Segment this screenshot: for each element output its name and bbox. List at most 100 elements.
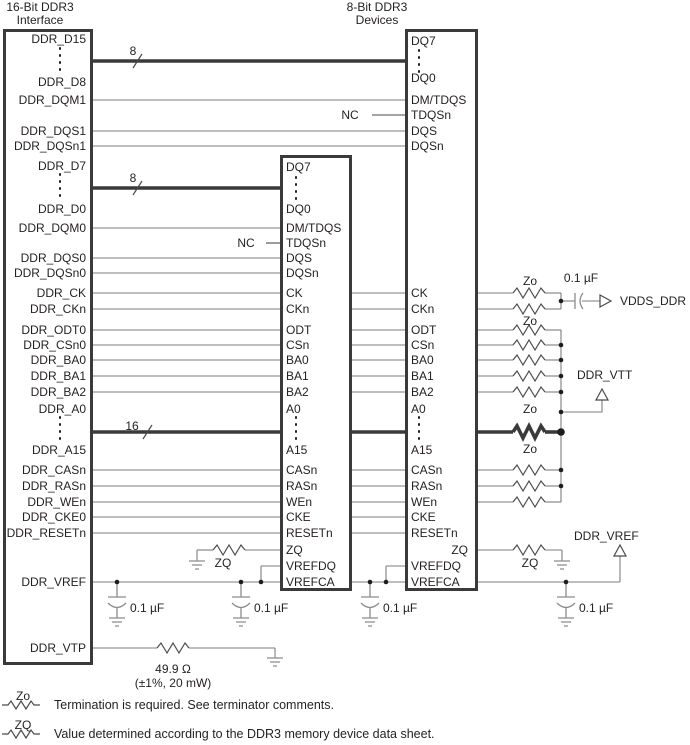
pin-ddr-odt0: DDR_ODT0: [21, 323, 86, 337]
pin-ddr-d8: DDR_D8: [37, 75, 86, 89]
pin-ddr-dqsn0: DDR_DQSn0: [13, 266, 86, 280]
device-box-1: [405, 29, 478, 591]
vtp-resistor-tolerance: (±1%, 20 mW): [134, 676, 212, 690]
zo-label-ck: Zo: [522, 274, 537, 288]
pin-ddr-d7: DDR_D7: [37, 159, 86, 173]
pin-mid-ba0: BA0: [286, 353, 309, 367]
pin-right-dq0: DQ0: [411, 71, 436, 85]
pin-ddr-vtp: DDR_VTP: [29, 641, 86, 655]
pin-right-ba1: BA1: [411, 369, 434, 383]
pin-mid-rasn: RASn: [286, 479, 318, 493]
pin-right-resetn: RESETn: [411, 526, 458, 540]
zo-label-addr-bot: Zo: [522, 442, 537, 456]
pin-ddr-dqm1: DDR_DQM1: [18, 93, 86, 107]
pin-mid-vrefca: VREFCA: [286, 575, 335, 589]
pin-mid-resetn: RESETn: [286, 526, 333, 540]
cap-value-4: 0.1 µF: [579, 601, 614, 615]
pin-mid-ckn: CKn: [286, 302, 310, 316]
pin-right-csn: CSn: [411, 338, 435, 352]
pin-right-zq: ZQ: [451, 543, 468, 557]
pin-mid-dqs: DQS: [286, 251, 313, 265]
signal-wires: [93, 99, 621, 658]
pin-right-dm: DM/TDQS: [411, 93, 467, 107]
zq-label-right: ZQ: [521, 556, 539, 570]
bypass-capacitors: [107, 582, 576, 618]
pin-right-dq7: DQ7: [411, 34, 436, 48]
pin-mid-odt: ODT: [286, 323, 312, 337]
pin-right-ck: CK: [411, 286, 428, 300]
left-box-title-line2: Interface: [16, 13, 64, 27]
bus-width-16: 16: [125, 419, 139, 433]
vdds-ddr-label: VDDS_DDR: [620, 294, 687, 308]
pin-right-dqsn: DQSn: [411, 139, 444, 153]
legend-zo-text: Termination is required. See terminator …: [54, 697, 334, 712]
pin-ddr-d0: DDR_D0: [37, 202, 86, 216]
legend-zq-text: Value determined according to the DDR3 m…: [54, 726, 435, 741]
pin-right-a0: A0: [411, 402, 426, 416]
cap-value-1: 0.1 µF: [130, 601, 165, 615]
cap-value-3: 0.1 µF: [383, 601, 418, 615]
pin-ddr-dqs1: DDR_DQS1: [20, 124, 86, 138]
pin-ddr-rasn: DDR_RASn: [21, 479, 86, 493]
pin-ddr-dqm0: DDR_DQM0: [18, 221, 86, 235]
pin-mid-ba1: BA1: [286, 369, 309, 383]
pin-right-rasn: RASn: [411, 479, 443, 493]
zo-label-addr-top: Zo: [522, 402, 537, 416]
zo-label-ctrl: Zo: [522, 314, 537, 328]
pin-mid-wen: WEn: [286, 495, 313, 509]
pin-ddr-ckn: DDR_CKn: [29, 302, 86, 316]
nc-label-mid: NC: [237, 236, 255, 250]
ellipsis-left-dbus-upper: [58, 47, 62, 75]
ddr-vref-flag-triangle: [612, 543, 628, 557]
thick-bus-resistor: [511, 421, 547, 443]
nc-label-right: NC: [341, 108, 359, 122]
pin-mid-dq0: DQ0: [286, 202, 311, 216]
vdds-ddr-flag-triangle: [599, 293, 613, 309]
ellipsis-right-a: [417, 416, 421, 444]
series-capacitor: [574, 292, 584, 310]
pin-right-cke: CKE: [411, 510, 436, 524]
pin-mid-vrefdq: VREFDQ: [286, 559, 337, 573]
pin-mid-tdqsn: TDQSn: [286, 236, 327, 250]
pin-mid-cke: CKE: [286, 510, 311, 524]
device-box-title-line1: 8-Bit DDR3: [346, 0, 408, 14]
pin-mid-ba2: BA2: [286, 385, 309, 399]
pin-right-wen: WEn: [411, 495, 438, 509]
pin-right-a15: A15: [411, 443, 433, 457]
nc-wires: [266, 114, 405, 244]
pin-right-ba0: BA0: [411, 353, 434, 367]
vtp-resistor-value: 49.9 Ω: [155, 662, 191, 676]
data-bus-wires: [93, 59, 559, 434]
pin-right-odt: ODT: [411, 323, 437, 337]
pin-right-vrefdq: VREFDQ: [411, 559, 462, 573]
pin-ddr-a0: DDR_A0: [38, 402, 86, 416]
pin-ddr-a15: DDR_A15: [31, 443, 86, 457]
legend-zo-symbol-label: Zo: [15, 689, 30, 703]
device-box-2: [280, 155, 352, 591]
termination-resistors: [156, 286, 546, 655]
ellipsis-mid-dq: [294, 176, 298, 204]
pin-ddr-ck: DDR_CK: [36, 286, 86, 300]
pin-mid-zq: ZQ: [286, 543, 303, 557]
legend-zq-symbol-label: ZQ: [14, 718, 32, 732]
pin-ddr-d15: DDR_D15: [31, 32, 86, 46]
pin-right-tdqsn: TDQSn: [411, 108, 452, 122]
pin-right-casn: CASn: [411, 463, 443, 477]
pin-right-ckn: CKn: [411, 302, 435, 316]
bus-width-8-lower: 8: [129, 171, 137, 185]
pin-ddr-ba1: DDR_BA1: [30, 369, 86, 383]
pin-ddr-dqs0: DDR_DQS0: [20, 251, 86, 265]
pin-mid-dq7: DQ7: [286, 160, 311, 174]
pin-ddr-ba2: DDR_BA2: [30, 385, 86, 399]
pin-right-vrefca: VREFCA: [411, 575, 460, 589]
pin-ddr-casn: DDR_CASn: [21, 463, 86, 477]
pin-ddr-cke0: DDR_CKE0: [21, 510, 86, 524]
pin-mid-csn: CSn: [286, 338, 310, 352]
zq-label-mid: ZQ: [214, 556, 232, 570]
pin-mid-casn: CASn: [286, 463, 318, 477]
bus-width-slashes: [132, 53, 153, 440]
pin-mid-a0: A0: [286, 402, 301, 416]
ddr-vtt-flag-triangle: [594, 387, 610, 401]
